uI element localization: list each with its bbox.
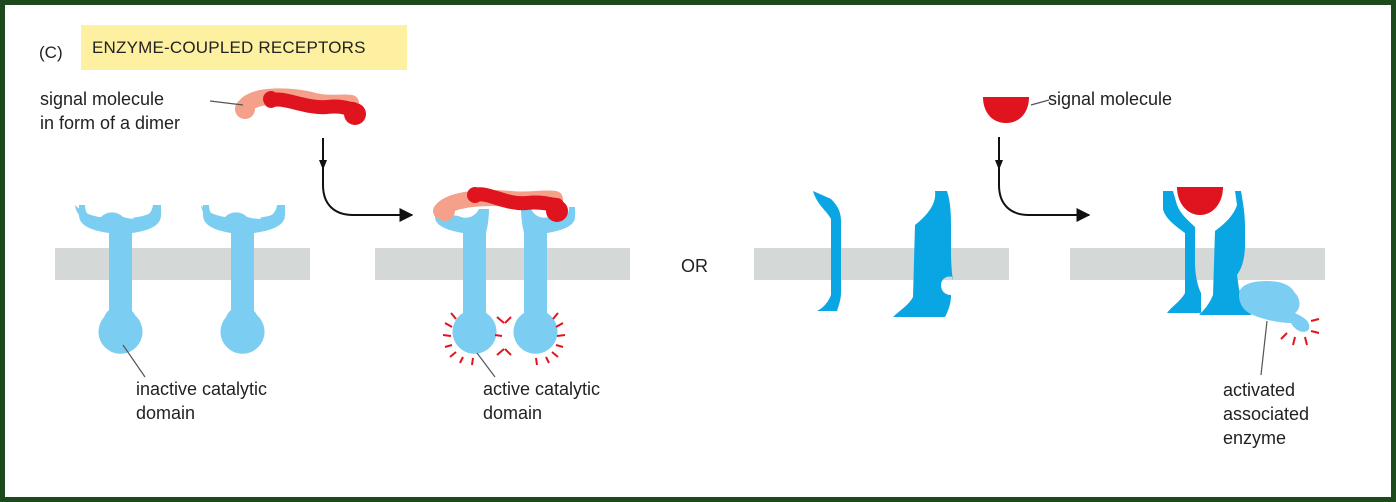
activated-enzyme-leader [1260,320,1268,376]
enzyme-sparks [1280,318,1320,346]
split-receptor-left [813,191,841,311]
figure-frame: (C) ENZYME-COUPLED RECEPTORS signal mole… [5,5,1391,497]
signal-molecule-icon [983,97,1029,123]
signal-dimer-icon [235,88,366,125]
arrow-1 [322,138,414,222]
inactive-receptor-right-body [203,205,285,354]
signal-dimer-label: signal molecule in form of a dimer [40,89,181,133]
active-domain-leader [476,352,496,378]
inactive-domain-leader [122,344,146,378]
signal-molecule-leader [1030,99,1050,106]
activation-sparks-left [442,312,505,366]
associated-enzyme [1239,281,1310,332]
signal-molecule-label: signal molecule [1048,89,1173,109]
signal-dimer-leader [209,100,244,106]
split-receptor-right [893,191,953,317]
activation-sparks-right [504,312,566,366]
active-domain-label: active catalytic domain [483,379,601,423]
panel-letter: (C) [39,43,63,62]
membrane-2 [375,248,630,280]
diagram-canvas [55,88,1325,378]
active-receptor-pair [433,187,575,354]
membrane-1 [55,248,310,280]
panel-title: ENZYME-COUPLED RECEPTORS [81,25,407,70]
inactive-receptor-left-body [79,205,161,354]
arrow-2 [998,137,1091,222]
membrane-3 [754,248,1009,280]
inactive-domain-label: inactive catalytic domain [136,379,268,423]
membrane-4 [1070,248,1325,280]
or-label: OR [681,256,708,276]
activated-enzyme-label: activated associated enzyme [1223,380,1310,448]
bound-receptor [1163,187,1251,315]
